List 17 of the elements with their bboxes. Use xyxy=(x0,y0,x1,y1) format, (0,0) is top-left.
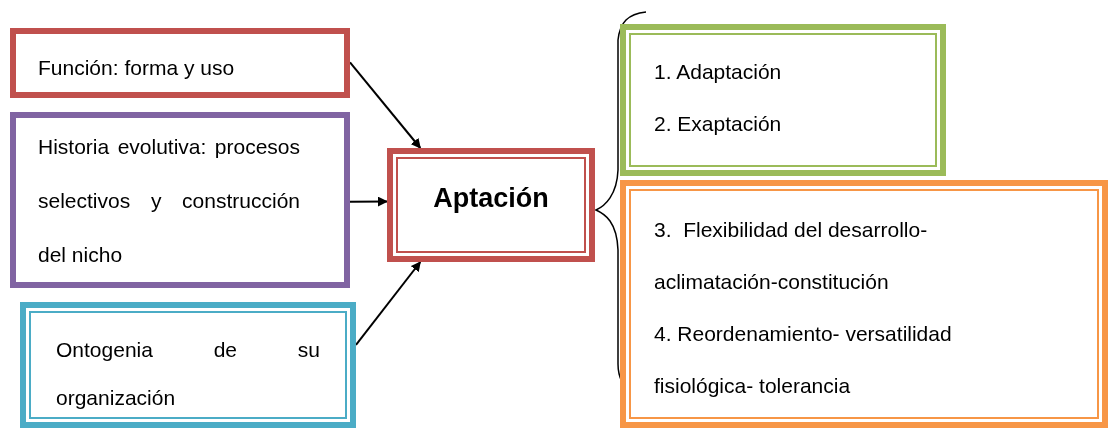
node-text: 2. Exaptación xyxy=(654,111,783,137)
node-text: 1. Adaptación xyxy=(654,59,783,85)
text-box xyxy=(620,24,946,176)
node-text: Aptación xyxy=(432,182,550,215)
text-box xyxy=(10,112,350,288)
text-box xyxy=(10,28,350,98)
node-text: Historia evolutiva: procesos selectivos y construcción del nicho xyxy=(38,134,300,268)
node-text: Función: forma y uso xyxy=(38,55,236,81)
node-text: 3. Flexibilidad del desarrollo- aclimatación-constitución xyxy=(654,217,929,295)
arrow xyxy=(349,196,388,207)
arrow xyxy=(349,61,422,149)
arrow xyxy=(355,261,422,346)
node-text: Ontogenia de su organización xyxy=(56,337,320,411)
title-box xyxy=(387,148,595,262)
node-text: 4. Reordenamiento- versatilidad fisiológica- tolerancia xyxy=(654,321,953,399)
text-box xyxy=(20,302,356,428)
text-box xyxy=(620,180,1108,428)
